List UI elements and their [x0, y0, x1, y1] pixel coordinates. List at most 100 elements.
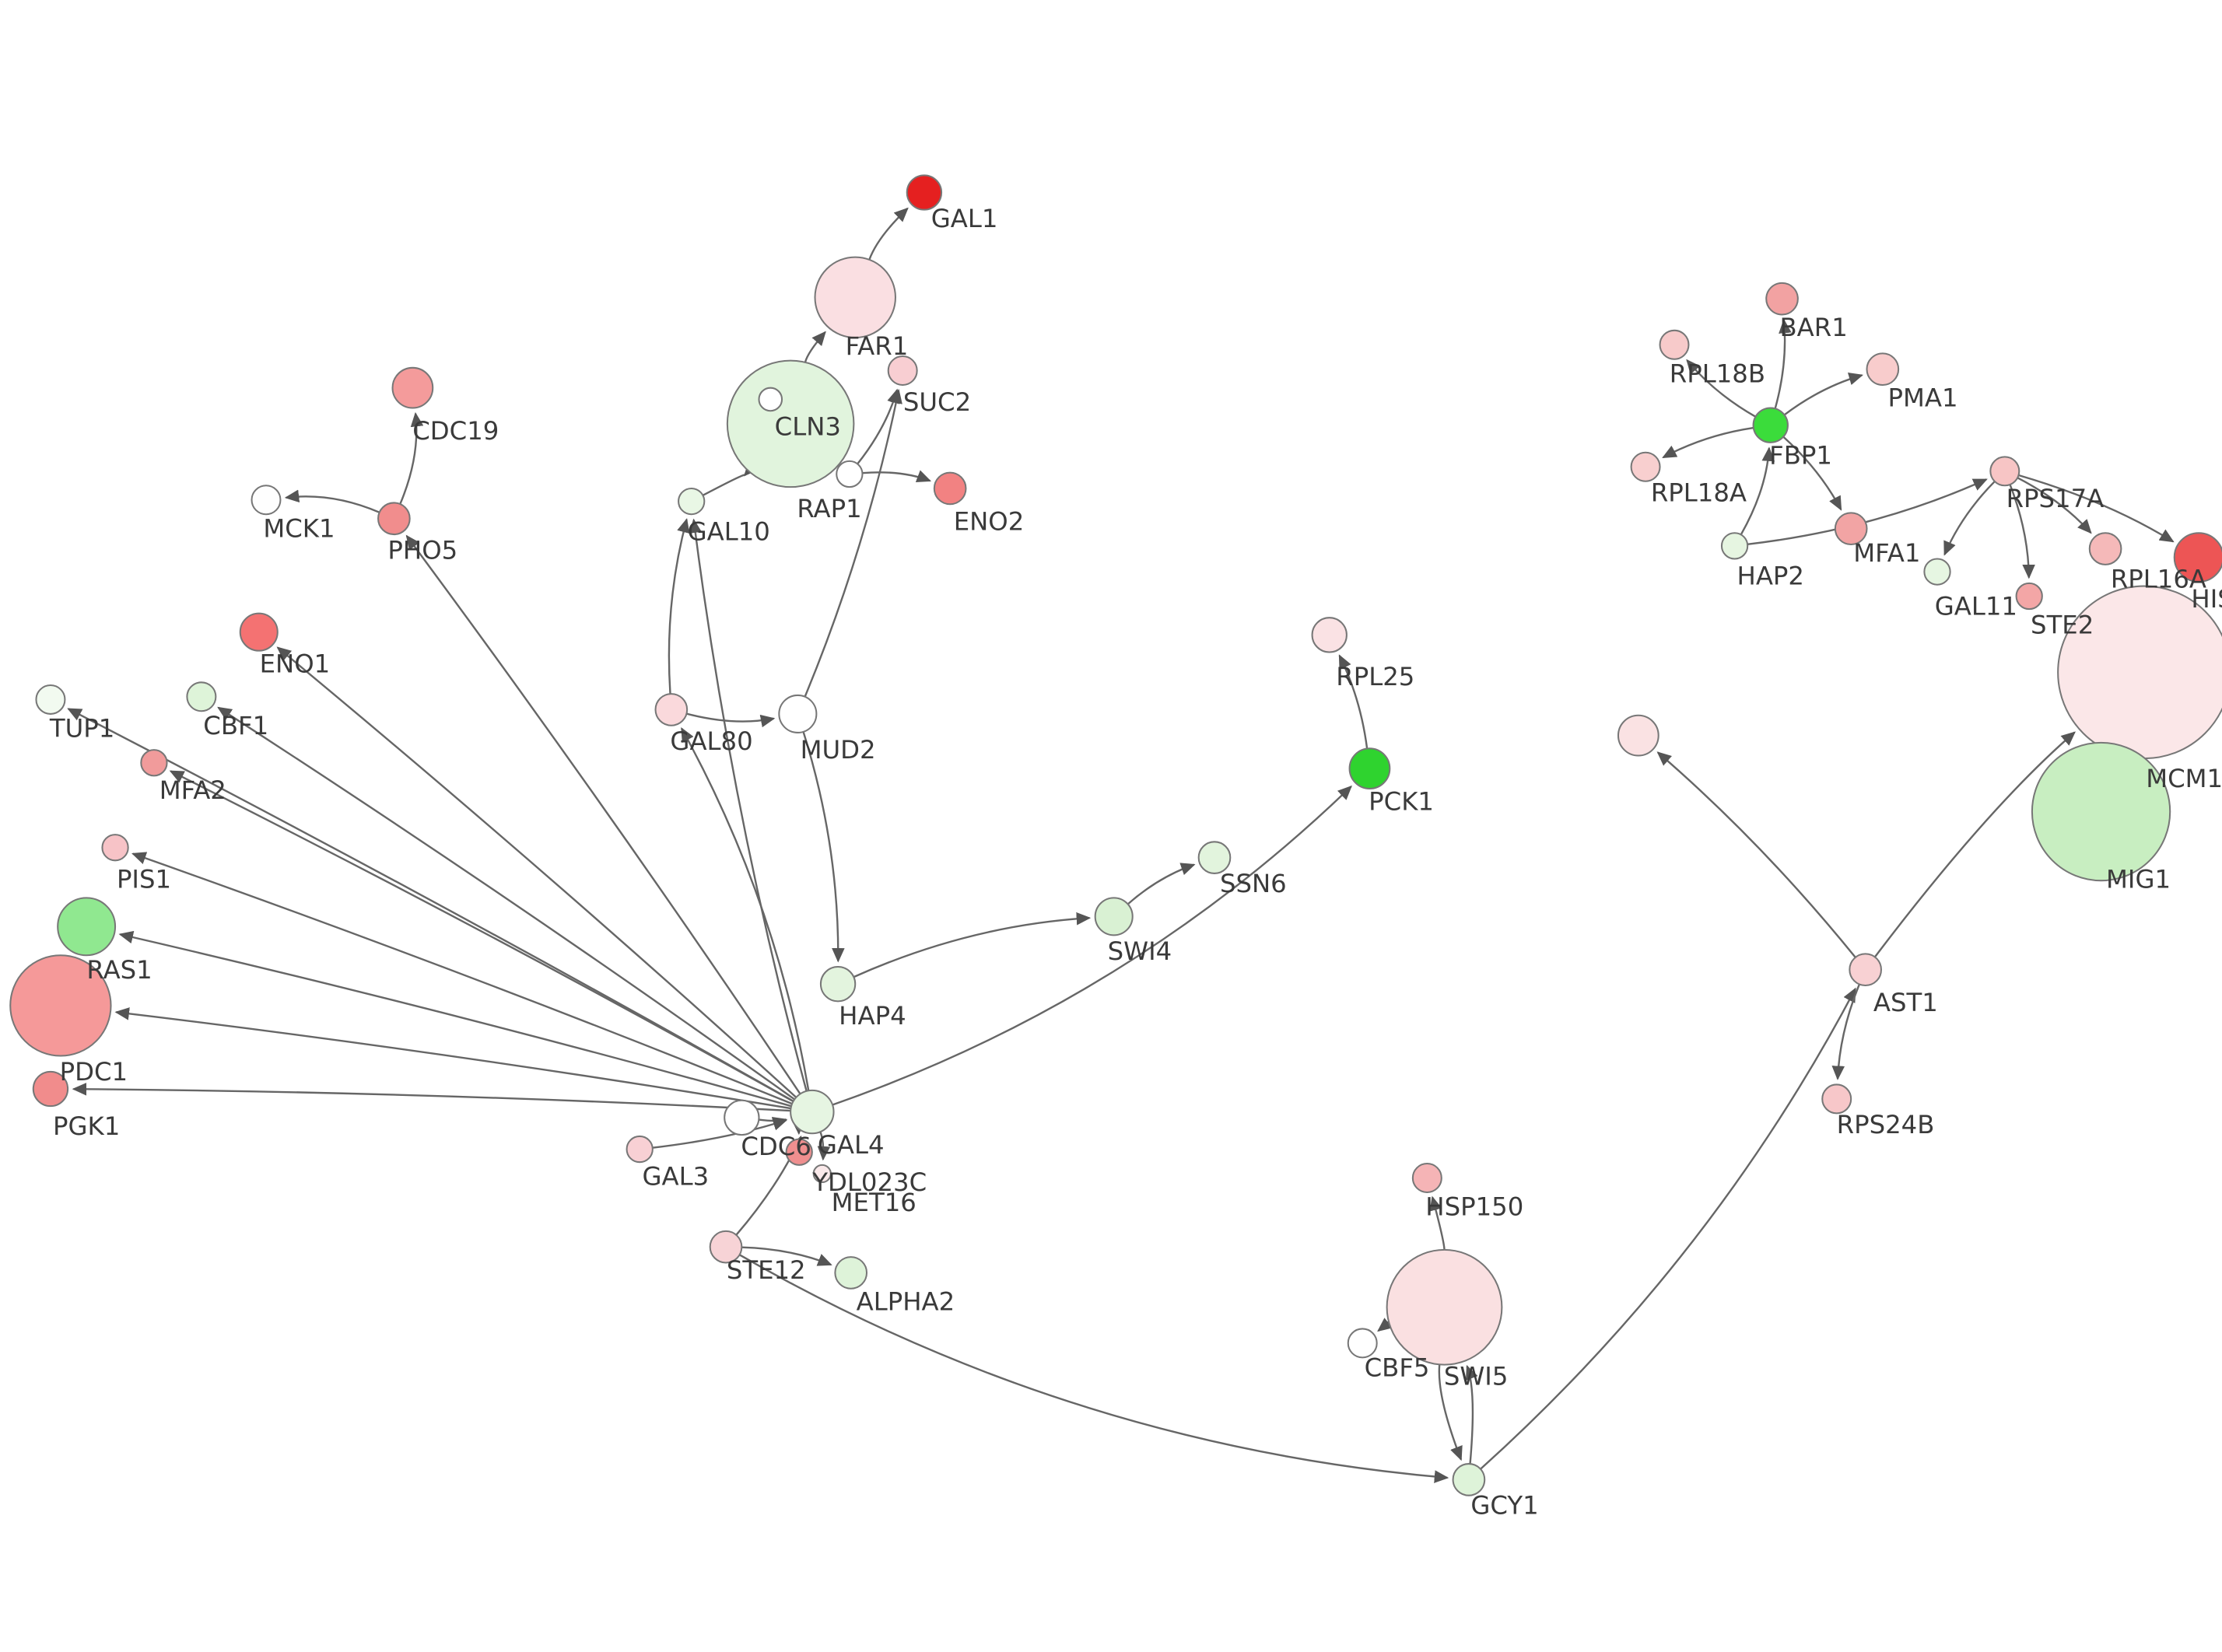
- node-GAL3[interactable]: [626, 1135, 654, 1164]
- node-SUC2[interactable]: [887, 355, 918, 387]
- edge-GAL4-GAL80[interactable]: [681, 726, 810, 1091]
- edge-CDC6-GAL4[interactable]: [759, 1116, 787, 1129]
- node-HAP2[interactable]: [1720, 532, 1749, 560]
- node-MET16[interactable]: [812, 1164, 832, 1184]
- node-RPL18A[interactable]: [1630, 451, 1661, 482]
- node-ALPHA2[interactable]: [834, 1256, 868, 1290]
- node-PIS1[interactable]: [101, 834, 129, 862]
- node-MCK1[interactable]: [251, 485, 282, 516]
- node-STE2[interactable]: [2015, 582, 2043, 611]
- node-GAL4[interactable]: [790, 1089, 835, 1135]
- edge-PHO5-MCK1[interactable]: [284, 489, 380, 513]
- edge-MUD2-SUC2[interactable]: [804, 389, 902, 698]
- node-HAP4[interactable]: [819, 965, 857, 1003]
- node-SSN6[interactable]: [1197, 841, 1232, 874]
- node-RPL25[interactable]: [1311, 617, 1348, 653]
- node-GAL80[interactable]: [654, 693, 689, 726]
- node-PCK1[interactable]: [1348, 747, 1391, 789]
- node-YDL023C[interactable]: [785, 1138, 813, 1166]
- node-ENO1[interactable]: [239, 612, 279, 652]
- node-CBF1[interactable]: [186, 681, 217, 712]
- edge-GCY1-SWI5[interactable]: [1465, 1364, 1478, 1465]
- node-TUP1[interactable]: [35, 684, 66, 715]
- edge-RAP1-ENO2[interactable]: [862, 470, 932, 483]
- node-GAL11[interactable]: [1923, 558, 1951, 586]
- node-PMA1[interactable]: [1866, 352, 1900, 387]
- edge-HAP4-SWI4[interactable]: [853, 912, 1092, 978]
- edge-AST1-N2[interactable]: [1656, 751, 1856, 958]
- edge-FBP1-PMA1[interactable]: [1783, 373, 1863, 416]
- node-BAR1[interactable]: [1765, 282, 1799, 316]
- node-CBF5[interactable]: [1347, 1328, 1378, 1359]
- node-GAL1[interactable]: [906, 174, 943, 211]
- edge-FAR1-GAL1[interactable]: [868, 207, 909, 261]
- node-CLN3[interactable]: [726, 359, 855, 488]
- node-GAL10[interactable]: [678, 487, 706, 516]
- edge-SWI5-HSP150[interactable]: [1429, 1195, 1446, 1250]
- node-PHO5[interactable]: [377, 502, 411, 536]
- node-RPL16A[interactable]: [2088, 532, 2122, 565]
- edge-SWI5-GCY1[interactable]: [1438, 1364, 1463, 1461]
- edge-FBP1-BAR1[interactable]: [1774, 318, 1792, 409]
- edge-GAL4-CBF1[interactable]: [217, 706, 795, 1101]
- edge-SWI4-SSN6[interactable]: [1127, 863, 1196, 905]
- node-RPS17A[interactable]: [1989, 456, 2020, 487]
- node-ENO2[interactable]: [933, 471, 967, 506]
- node-N1[interactable]: [758, 387, 783, 412]
- node-MFA2[interactable]: [140, 749, 168, 777]
- edge-FBP1-RPL18A[interactable]: [1662, 426, 1754, 459]
- edge-MUD2-HAP4[interactable]: [802, 731, 845, 963]
- edge-AST1-MCM1[interactable]: [1873, 731, 2076, 958]
- edge-GAL3-GAL4[interactable]: [652, 1118, 788, 1149]
- edge-GAL4-ENO1[interactable]: [276, 646, 797, 1098]
- node-AST1[interactable]: [1849, 953, 1882, 987]
- edge-GAL4-MET16[interactable]: [817, 1131, 831, 1161]
- edge-GAL4-PHO5[interactable]: [405, 534, 801, 1095]
- edge-RPS17A-GAL11[interactable]: [1943, 481, 1996, 556]
- edge-STE12-ALPHA2[interactable]: [741, 1246, 832, 1266]
- edge-GAL4-PIS1[interactable]: [131, 852, 793, 1105]
- node-STE12[interactable]: [709, 1230, 743, 1264]
- node-MIG1[interactable]: [2031, 741, 2171, 882]
- node-RPL18B[interactable]: [1659, 329, 1690, 360]
- edge-HAP2-RPS17A[interactable]: [1747, 478, 1988, 546]
- node-FAR1[interactable]: [814, 256, 896, 339]
- edge-GAL80-MUD2[interactable]: [686, 712, 776, 728]
- node-HIS4[interactable]: [2173, 532, 2222, 583]
- node-SWI4[interactable]: [1094, 897, 1134, 936]
- edge-GAL4-TUP1[interactable]: [67, 708, 794, 1102]
- edge-PCK1-RPL25[interactable]: [1338, 654, 1369, 749]
- node-CDC19[interactable]: [391, 366, 434, 409]
- edge-GAL4-PCK1[interactable]: [832, 785, 1352, 1106]
- edge-GAL4-PGK1[interactable]: [72, 1082, 791, 1112]
- edge-STE12-GCY1[interactable]: [738, 1254, 1449, 1483]
- edge-RPS17A-RPL16A[interactable]: [2017, 477, 2092, 534]
- node-MCM1[interactable]: [2057, 585, 2222, 760]
- node-HSP150[interactable]: [1411, 1163, 1442, 1193]
- edge-GAL80-GAL10[interactable]: [668, 518, 690, 695]
- edge-PHO5-CDC19[interactable]: [399, 411, 424, 505]
- node-FBP1[interactable]: [1752, 407, 1789, 443]
- node-N2[interactable]: [1617, 714, 1659, 757]
- node-GCY1[interactable]: [1452, 1463, 1486, 1496]
- edge-CLN3-FAR1[interactable]: [804, 331, 826, 363]
- node-RPS24B[interactable]: [1821, 1083, 1852, 1115]
- node-PDC1[interactable]: [9, 954, 112, 1057]
- edge-GAL4-RAS1[interactable]: [118, 930, 792, 1108]
- edge-RPS17A-STE2[interactable]: [2009, 484, 2035, 579]
- node-RAP1[interactable]: [836, 460, 864, 488]
- edge-GAL4-PDC1[interactable]: [114, 1007, 791, 1110]
- edge-HAP2-FBP1[interactable]: [1740, 446, 1775, 536]
- node-SWI5[interactable]: [1386, 1248, 1503, 1366]
- node-CDC6[interactable]: [724, 1099, 760, 1136]
- node-MFA1[interactable]: [1834, 512, 1868, 546]
- edge-FBP1-MFA1[interactable]: [1782, 436, 1842, 511]
- edge-GCY1-AST1[interactable]: [1480, 987, 1856, 1470]
- edge-FBP1-RPL18B[interactable]: [1686, 359, 1757, 418]
- edge-GAL10-CLN3[interactable]: [702, 461, 759, 496]
- node-RAS1[interactable]: [57, 897, 117, 957]
- edge-RPS17A-HIS4[interactable]: [2018, 474, 2175, 543]
- node-MUD2[interactable]: [778, 694, 818, 733]
- edge-GAL4-MFA2[interactable]: [169, 770, 794, 1103]
- edge-GAL4-GAL10[interactable]: [689, 518, 808, 1092]
